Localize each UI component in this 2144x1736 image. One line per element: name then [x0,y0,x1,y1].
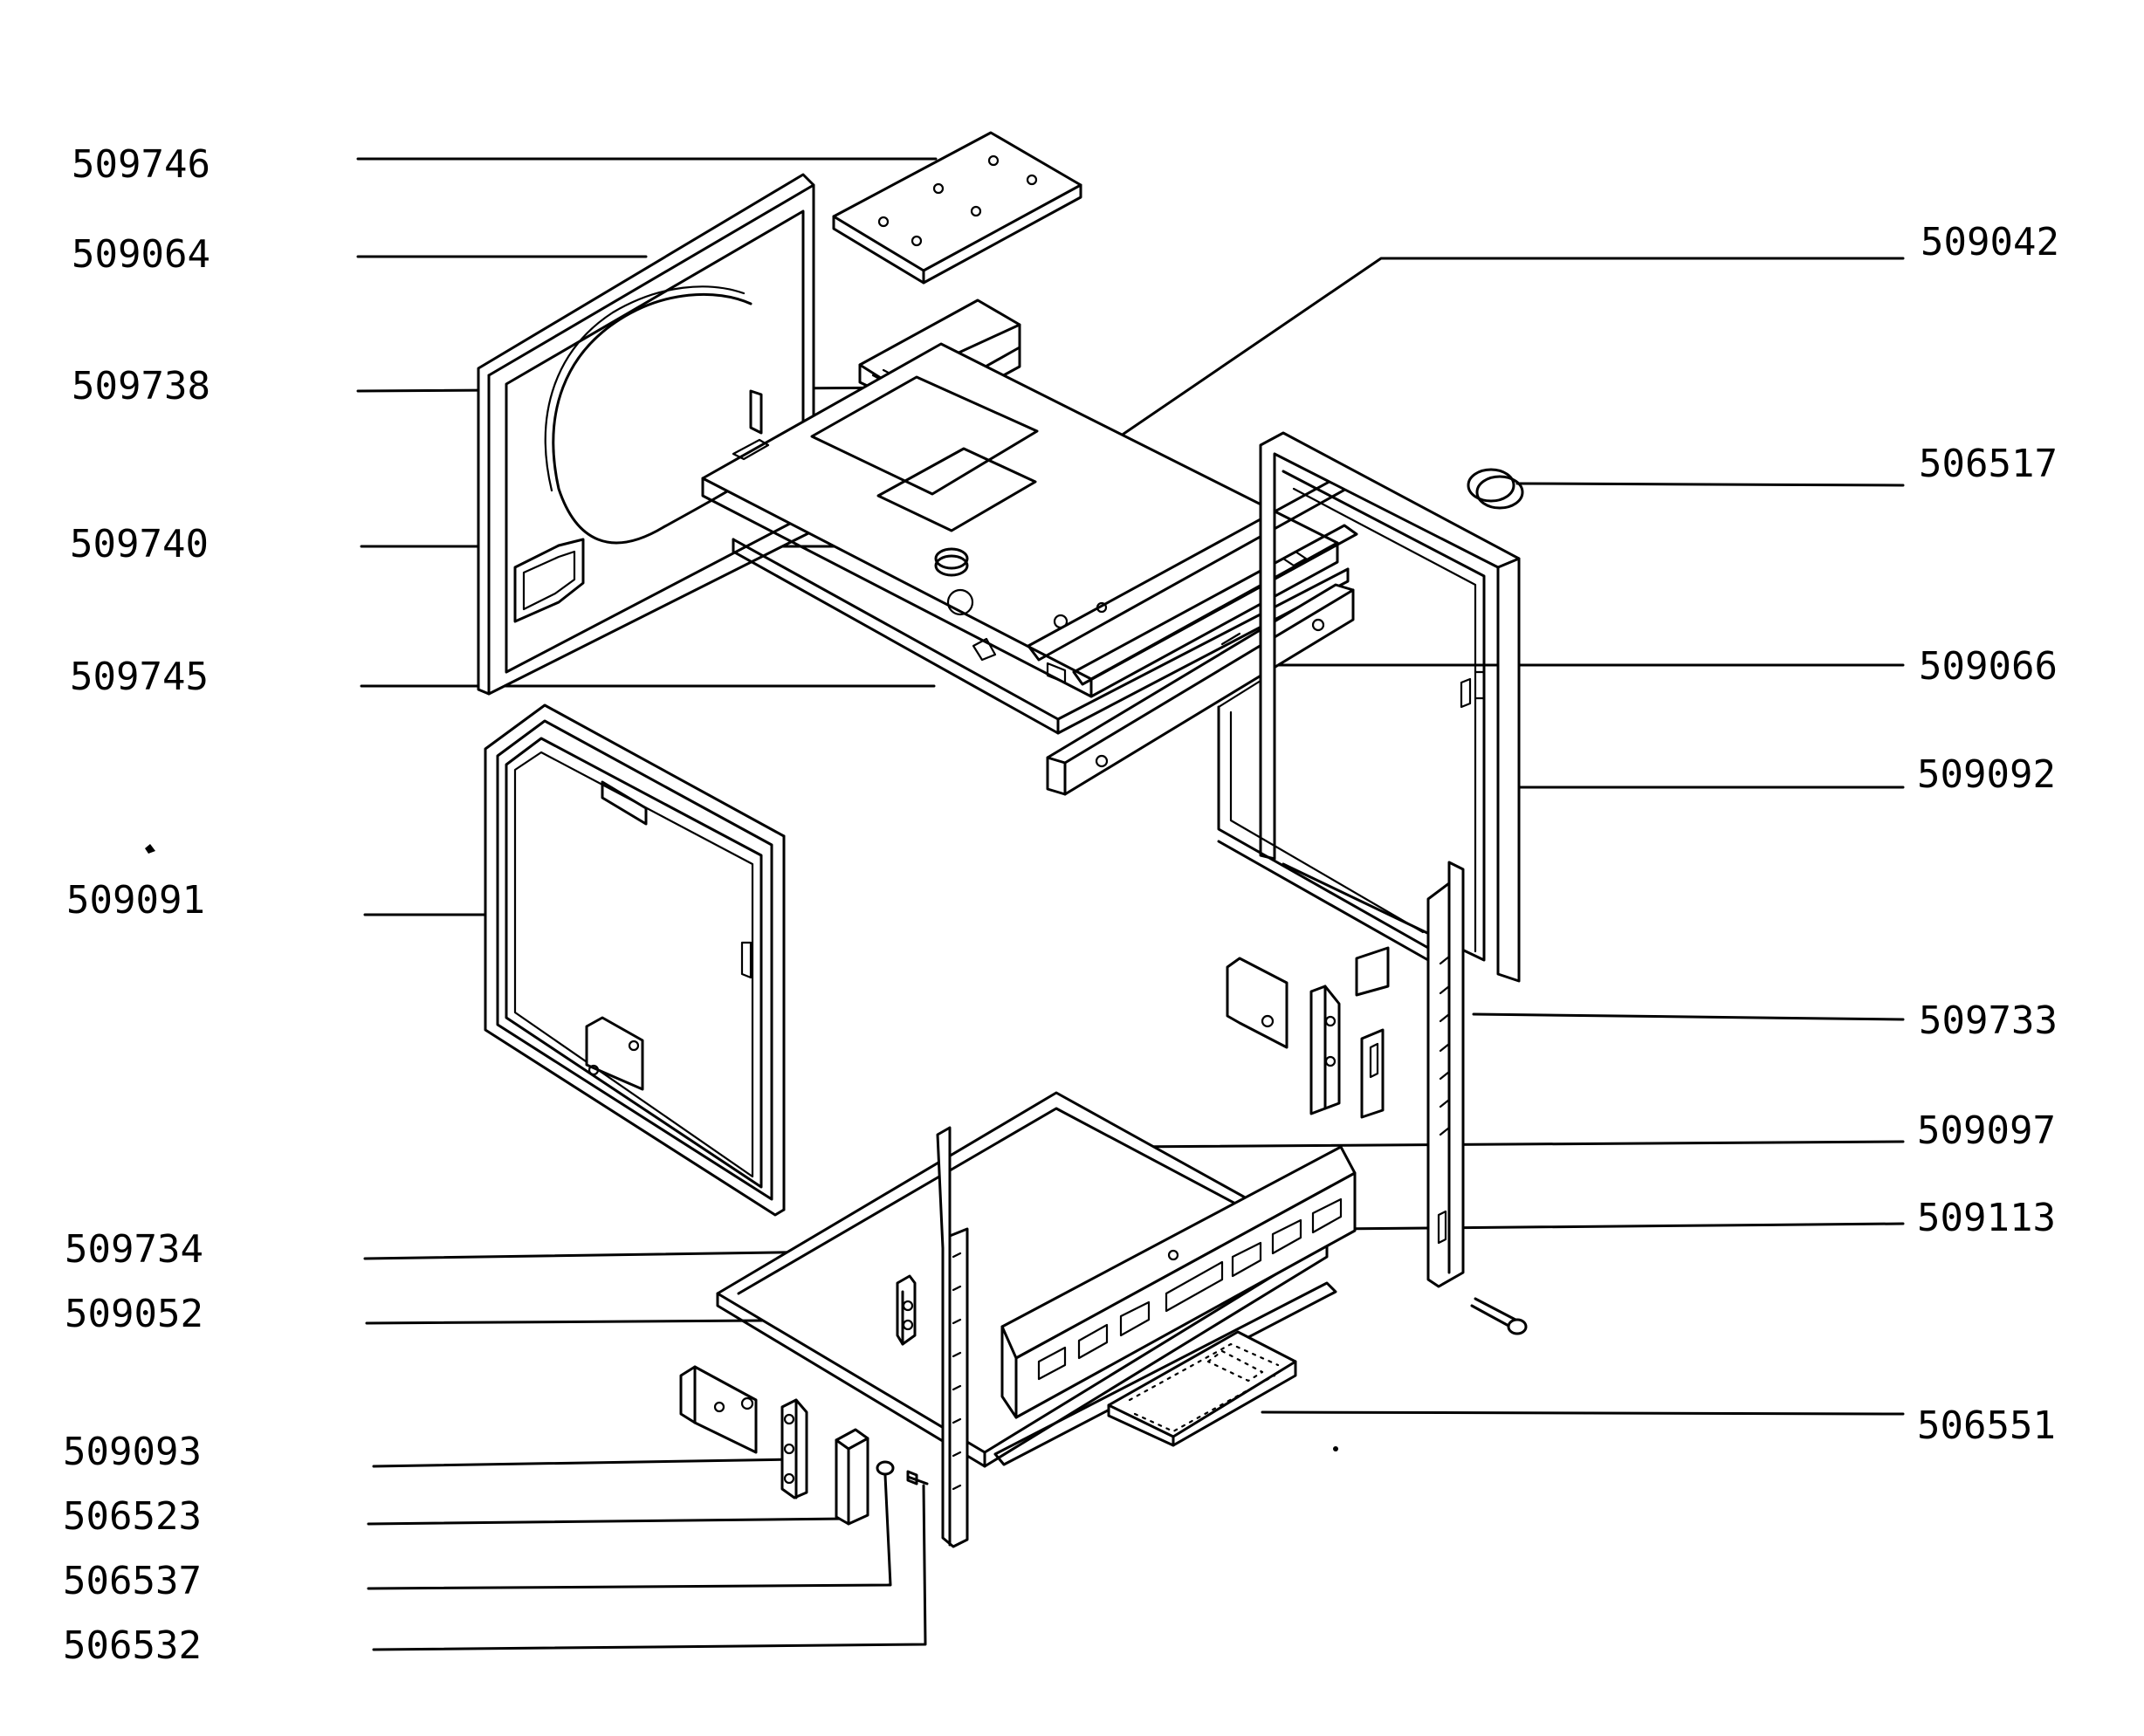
label-509745: 509745 [70,655,209,699]
label-509746: 509746 [72,142,210,187]
leader-506532 [372,1484,927,1651]
label-506532: 506532 [63,1623,202,1668]
leader-506517 [1515,482,1905,487]
label-509042: 509042 [1921,220,2059,264]
label-506551: 506551 [1917,1403,2056,1448]
part-509740-top-board [701,342,1358,735]
label-509738: 509738 [72,364,210,408]
part-509093-hinge-plate [679,1365,808,1499]
part-509092-right-frame [1217,431,1521,983]
part-labels-right: 509042 506517 509066 509092 509733 50909… [1917,220,2059,1448]
part-509064-back-panel [477,173,815,696]
part-509734-left-rail [936,1126,969,1548]
part-509113-vent-strip [993,1145,1357,1466]
part-509091-front-door [145,703,786,1217]
label-509740: 509740 [70,522,209,566]
label-509097: 509097 [1917,1108,2056,1153]
leader-506523 [367,1517,849,1526]
part-506517-knob [1467,468,1524,510]
label-509113: 509113 [1917,1196,2056,1240]
right-rail-screw [1470,1297,1528,1335]
label-509064: 509064 [72,232,210,277]
label-509092: 509092 [1917,752,2056,797]
part-509052-bracket [896,1274,917,1346]
label-509066: 509066 [1919,644,2058,689]
label-509734: 509734 [65,1227,203,1272]
leader-506551 [1261,1410,1905,1416]
leader-509733 [1472,1012,1905,1021]
label-506523: 506523 [63,1494,202,1539]
right-hinge-brackets [1226,946,1390,1119]
part-506523-hinge-block [835,1428,869,1526]
label-509052: 509052 [65,1292,203,1336]
leader-506537 [367,1473,892,1590]
label-506517: 506517 [1919,442,2058,486]
label-509093: 509093 [63,1430,202,1474]
part-509733-right-rail [1426,861,1465,1288]
leader-509093 [372,1458,796,1468]
part-509746-top-plate [832,131,1082,285]
part-labels-left: 509746 509064 509738 509740 509745 50909… [63,142,210,1668]
label-506537: 506537 [63,1559,202,1603]
label-509733: 509733 [1919,998,2058,1043]
part-506537-washer [876,1460,895,1476]
leader-509113 [1330,1222,1905,1231]
part-506532-screw [906,1470,929,1486]
leader-509097 [1119,1140,1905,1149]
part-509066-side-rail [1046,583,1355,796]
part-506551-perforated-plate [1107,1330,1338,1451]
label-509091: 509091 [66,878,205,923]
